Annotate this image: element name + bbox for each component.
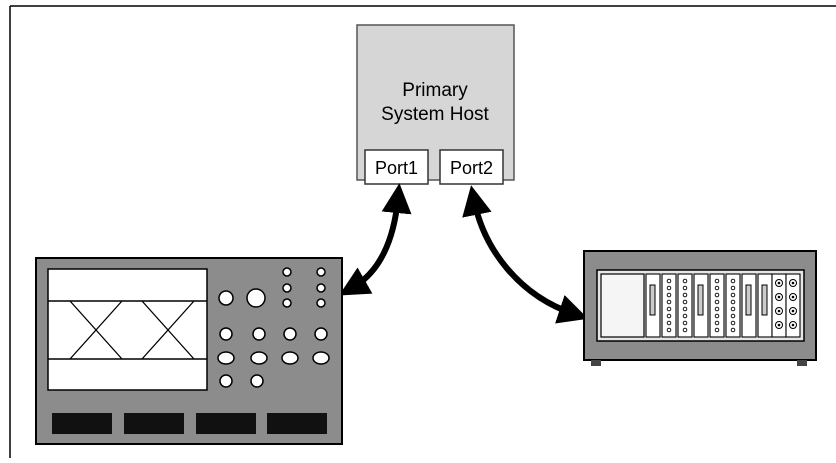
primary-system-host: Primary System Host Port1 Port2 [356,24,515,185]
scope-softkeys [52,413,327,434]
chassis-connectors [666,278,736,333]
scope-screen [47,268,208,391]
host-title-line1: Primary [402,80,468,101]
oscilloscope-icon [35,257,343,445]
instrument-chassis-icon [583,250,817,366]
port2-connection-arrow [462,185,589,324]
port1-label: Port1 [375,158,418,178]
scope-knobs [217,267,330,388]
port1-box [364,149,429,185]
chassis-modules [645,273,801,338]
host-title-line2: System Host [381,104,489,125]
eye-pattern-trace [69,300,195,360]
port1-connection-arrow [338,183,412,296]
port2-label: Port2 [450,158,493,178]
port2-box [439,149,504,185]
